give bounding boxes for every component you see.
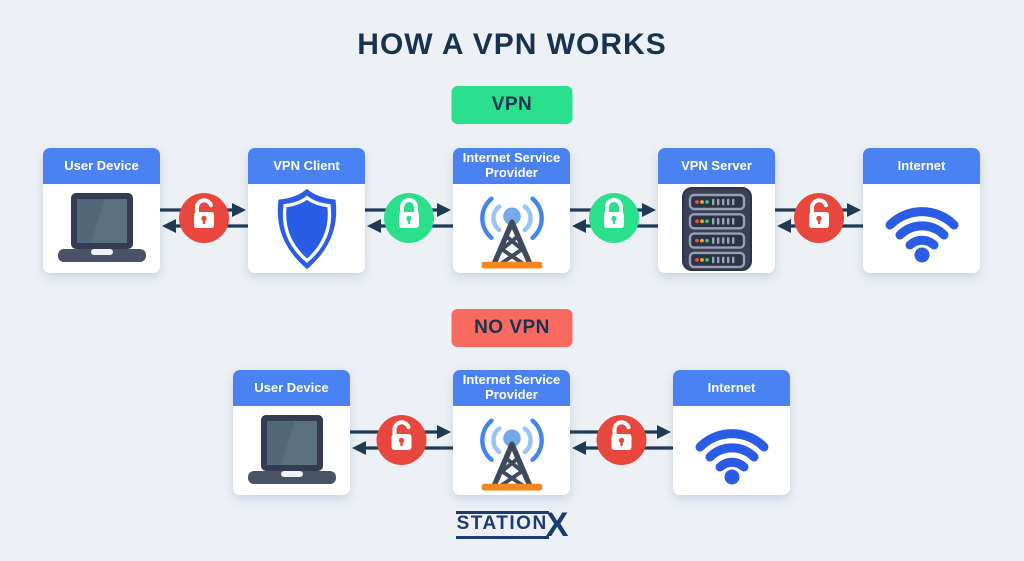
- card-body: [673, 406, 790, 495]
- open-red-lock-icon: [160, 193, 248, 243]
- vpn-row: User Device: [43, 148, 980, 273]
- link-vpn-client-isp: [365, 148, 453, 273]
- open-red-lock-icon: [775, 193, 863, 243]
- card-user-device: User Device: [233, 370, 350, 495]
- closed-green-lock-icon: [365, 193, 453, 243]
- logo-x-text: X: [545, 506, 569, 544]
- card-header: VPN Server: [658, 148, 775, 184]
- no-vpn-row: User Device: [233, 370, 790, 495]
- radio-tower-icon: [479, 196, 544, 269]
- card-internet: Internet: [863, 148, 980, 273]
- card-vpn-server: VPN Server: [658, 148, 775, 273]
- card-header: Internet Service Provider: [453, 148, 570, 184]
- card-header: User Device: [233, 370, 350, 406]
- open-red-lock-icon: [350, 415, 453, 465]
- link-vpn-server-internet: [775, 148, 863, 273]
- link-user-device-vpn-client: [160, 148, 248, 273]
- card-header: Internet: [863, 148, 980, 184]
- radio-tower-icon: [479, 418, 544, 491]
- vpn-badge: VPN: [451, 86, 573, 124]
- card-body: [453, 406, 570, 495]
- open-red-lock-icon: [570, 415, 673, 465]
- card-header: Internet Service Provider: [453, 370, 570, 406]
- card-internet: Internet: [673, 370, 790, 495]
- card-body: [863, 184, 980, 273]
- link-isp-internet: [570, 370, 673, 495]
- card-header: User Device: [43, 148, 160, 184]
- card-header: VPN Client: [248, 148, 365, 184]
- link-user-device-isp: [350, 370, 453, 495]
- card-header: Internet: [673, 370, 790, 406]
- logo-station-text: STATION: [455, 511, 549, 540]
- link-isp-vpn-server: [570, 148, 658, 273]
- laptop-icon: [57, 192, 146, 262]
- card-body: [43, 184, 160, 273]
- closed-green-lock-icon: [570, 193, 658, 243]
- wifi-icon: [695, 428, 768, 484]
- card-isp: Internet Service Provider: [453, 370, 570, 495]
- card-vpn-client: VPN Client: [248, 148, 365, 273]
- no-vpn-badge: NO VPN: [451, 309, 573, 347]
- card-body: [248, 184, 365, 273]
- card-user-device: User Device: [43, 148, 160, 273]
- card-body: [233, 406, 350, 495]
- server-rack-icon: [681, 186, 752, 271]
- page-title: HOW A VPN WORKS: [357, 28, 667, 61]
- card-body: [658, 184, 775, 273]
- shield-icon: [277, 188, 336, 269]
- laptop-icon: [247, 414, 336, 484]
- wifi-icon: [885, 206, 958, 262]
- card-body: [453, 184, 570, 273]
- card-isp: Internet Service Provider: [453, 148, 570, 273]
- stationx-logo: STATION X: [0, 506, 1024, 544]
